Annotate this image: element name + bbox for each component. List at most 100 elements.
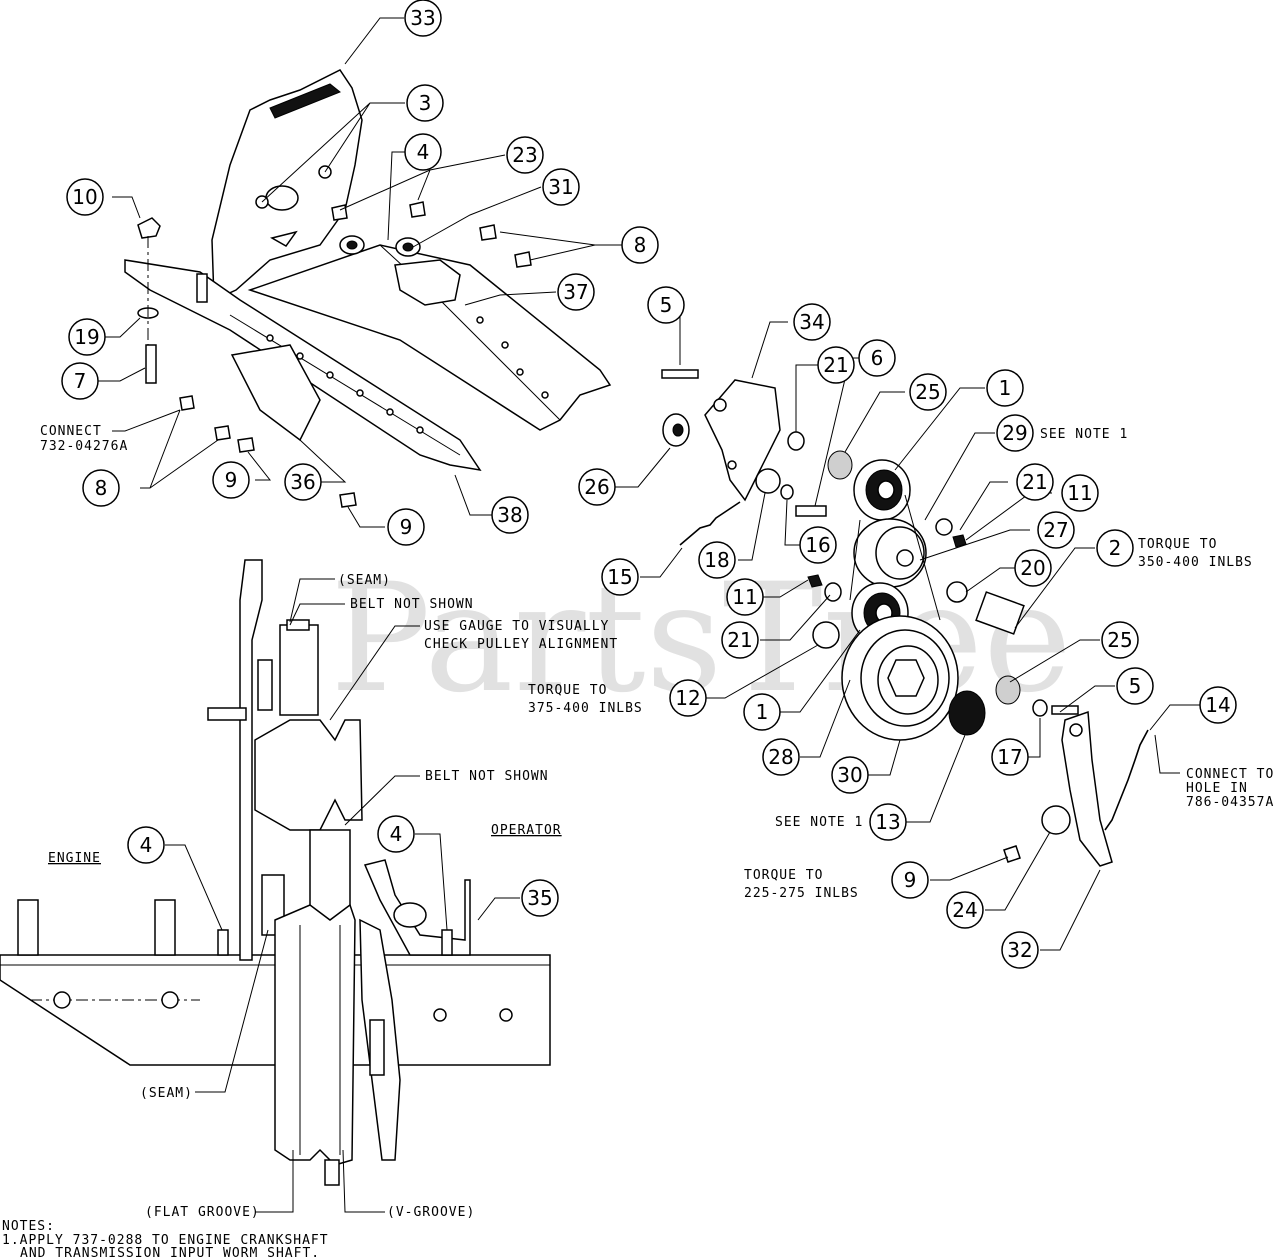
- leader-lines: [95, 17, 1200, 1213]
- callout-27-number: 27: [1043, 518, 1068, 542]
- callout-17-number: 17: [997, 745, 1022, 769]
- washer-21a: [787, 431, 805, 451]
- callout-11-number: 11: [1067, 481, 1092, 505]
- torque-label: TORQUE TO: [528, 683, 607, 698]
- callout-38-number: 38: [497, 503, 522, 527]
- callout-21-left: 21: [721, 621, 759, 659]
- callout-2-number: 2: [1109, 536, 1122, 560]
- callout-2: 2: [1096, 529, 1134, 567]
- callout-37: 37: [557, 273, 595, 311]
- cross-channel-38: [124, 259, 482, 472]
- notes-title: NOTES:: [2, 1219, 55, 1234]
- bolt-10: [196, 273, 208, 303]
- callout-21-top: 21: [817, 346, 855, 384]
- nut-11a: [952, 534, 967, 548]
- callout-12: 12: [669, 679, 707, 717]
- torque-value: 350-400 INLBS: [1138, 555, 1253, 570]
- washer-20: [946, 581, 968, 603]
- callout-16: 16: [799, 526, 837, 564]
- callout-7-number: 7: [74, 369, 87, 393]
- operator-label: OPERATOR: [491, 823, 562, 838]
- bolt-5b: [1051, 705, 1079, 715]
- bushing-25b: [995, 675, 1021, 705]
- callout-4-number: 4: [390, 822, 403, 846]
- callout-30: 30: [831, 756, 869, 794]
- callout-10: 10: [66, 178, 104, 216]
- gauge-label: USE GAUGE TO VISUALLY: [424, 619, 609, 634]
- callout-6: 6: [858, 339, 896, 377]
- washer-16: [780, 484, 794, 500]
- callout-10-number: 10: [72, 185, 97, 209]
- washer-12: [812, 621, 840, 649]
- callout-27: 27: [1037, 511, 1075, 549]
- connect-label: HOLE IN: [1186, 781, 1248, 796]
- bottom-pin: [324, 1159, 340, 1186]
- callout-25-number: 25: [1107, 628, 1132, 652]
- belt-not-shown-label: BELT NOT SHOWN: [425, 769, 549, 784]
- seam-label: (SEAM): [140, 1086, 193, 1101]
- callout-3: 3: [406, 84, 444, 122]
- callout-5-top: 5: [647, 286, 685, 324]
- callout-17: 17: [991, 738, 1029, 776]
- bushing-25a: [827, 450, 853, 480]
- v-groove-label: (V-GROOVE): [387, 1205, 475, 1220]
- callout-28: 28: [762, 738, 800, 776]
- bolt-8d: [514, 251, 532, 268]
- lower-pulley-side: [274, 903, 356, 1166]
- channel-holes: [266, 334, 424, 434]
- hinge-bracket: [394, 259, 461, 306]
- callout-36: 36: [284, 463, 322, 501]
- engine-pulley-hub: [257, 659, 273, 711]
- belt-not-shown-label: BELT NOT SHOWN: [350, 597, 474, 612]
- pulley-hub: [887, 659, 925, 697]
- callout-13: 13: [869, 803, 907, 841]
- spring-14: [1104, 729, 1149, 831]
- washer-18: [755, 468, 781, 494]
- belt-guard-36: [230, 344, 321, 442]
- callout-11-right: 11: [1061, 474, 1099, 512]
- callout-11-left: 11: [726, 578, 764, 616]
- torque-value: 225-275 INLBS: [744, 886, 859, 901]
- callout-16-number: 16: [805, 533, 830, 557]
- bearing-13: [948, 690, 986, 736]
- callout-11-number: 11: [732, 585, 757, 609]
- side-view: [0, 559, 551, 1186]
- callout-1-top: 1: [986, 369, 1024, 407]
- see-note-label: SEE NOTE 1: [1040, 427, 1128, 442]
- idler-side: [393, 902, 427, 928]
- callout-1-number: 1: [756, 700, 769, 724]
- callout-3-number: 3: [419, 91, 432, 115]
- note-1: 1.APPLY 737-0288 TO ENGINE CRANKSHAFT: [2, 1233, 329, 1248]
- callout-26-number: 26: [584, 475, 609, 499]
- nut-11b: [807, 574, 823, 588]
- fitting-23b: [409, 201, 426, 218]
- connect-label: CONNECT TO: [1186, 767, 1274, 782]
- callout-34: 34: [793, 303, 831, 341]
- callout-23: 23: [506, 136, 544, 174]
- plate-tab: [270, 230, 298, 247]
- callout-25-bottom: 25: [1101, 621, 1139, 659]
- bolt-4c: [441, 929, 453, 956]
- top-pulley-side: [279, 624, 319, 716]
- callout-19-number: 19: [74, 325, 99, 349]
- plate-hole: [265, 185, 299, 211]
- callout-18-number: 18: [704, 548, 729, 572]
- bolt-7: [145, 344, 157, 384]
- bolt-2: [975, 591, 1025, 635]
- callout-38: 38: [491, 496, 529, 534]
- callout-12-number: 12: [675, 686, 700, 710]
- callout-34-number: 34: [799, 310, 824, 334]
- engine-bolt-b: [154, 899, 176, 956]
- callout-14-number: 14: [1205, 693, 1230, 717]
- callout-31: 31: [542, 168, 580, 206]
- callout-33: 33: [404, 0, 442, 37]
- callout-8-top: 8: [621, 226, 659, 264]
- bolt-8b: [214, 425, 231, 441]
- callout-5-bottom: 5: [1116, 667, 1154, 705]
- callout-5-number: 5: [1129, 674, 1142, 698]
- callout-18: 18: [698, 541, 736, 579]
- callout-9-number: 9: [225, 468, 238, 492]
- callout-32: 32: [1001, 931, 1039, 969]
- bolt-8a: [179, 395, 195, 411]
